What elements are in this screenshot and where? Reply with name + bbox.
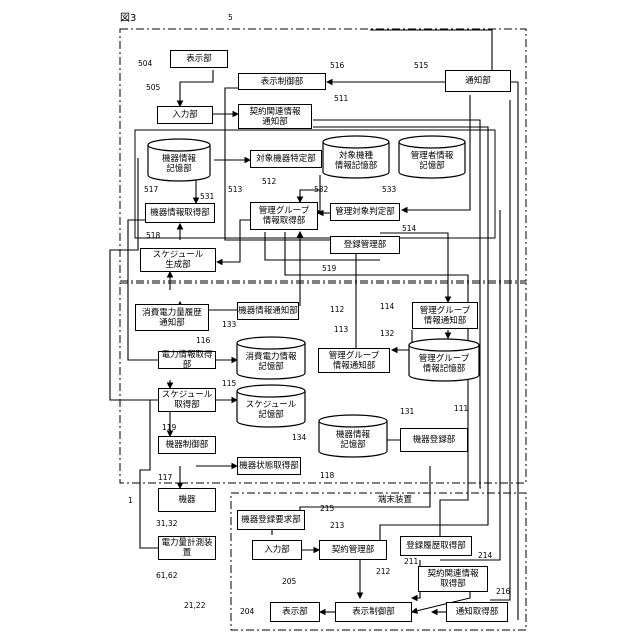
power-history-notify-box: 消費電力量履歴 通知部 [135,304,209,331]
mgmt-group-store-label: 管理グループ 情報記憶部 [419,354,470,374]
ref-515: 515 [414,62,428,70]
power-store-label: 消費電力情報 記憶部 [245,352,296,372]
display-control-box: 表示制御部 [238,73,326,90]
power-store: 消費電力情報 記憶部 [236,336,306,380]
ref-533: 533 [382,186,396,194]
terminal-display-control-box: 表示制御部 [335,602,412,622]
ref-117: 117 [158,474,172,482]
ref-31-32: 31,32 [156,520,177,528]
schedule-store: スケジュール 記憶部 [236,384,306,428]
ref-214: 214 [478,552,492,560]
ref-131: 131 [400,408,414,416]
display-box: 表示部 [170,50,228,68]
terminal-notify-get-box: 通知取得部 [446,602,508,622]
ref-21-22: 21,22 [184,602,205,610]
ref-512: 512 [262,178,276,186]
device-register-box: 機器登録部 [400,428,468,452]
ref-114: 114 [380,303,394,311]
device-info-store-mid-label: 機器情報 記憶部 [336,430,370,450]
terminal-title: 端末装置 [378,496,412,504]
ref-119: 119 [162,424,176,432]
ref-519: 519 [322,265,336,273]
mgmt-group-store: 管理グループ 情報記憶部 [408,338,480,382]
device-info-notify-box: 機器情報通知部 [237,302,299,320]
terminal-register-request-box: 機器登録要求部 [237,510,305,530]
schedule-get-box: スケジュール 取得部 [158,388,216,412]
device-info-store-mid: 機器情報 記憶部 [318,414,388,458]
ref-205: 205 [282,578,296,586]
ref-516: 516 [330,62,344,70]
ref-514: 514 [402,225,416,233]
device-control-box: 機器制御部 [158,436,216,454]
power-info-get-box: 電力情報取得部 [158,351,216,369]
ref-215: 215 [320,505,334,513]
ref-211: 211 [404,558,418,566]
terminal-contract-get-box: 契約関連情報 取得部 [418,566,488,592]
ref-111: 111 [454,405,468,413]
terminal-reg-history-box: 登録履歴取得部 [400,536,472,556]
admin-store: 管理者情報 記憶部 [398,135,466,179]
ref-116: 116 [196,337,210,345]
schedule-store-label: スケジュール 記憶部 [246,400,296,420]
target-device-store-label: 対象機種 情報記憶部 [335,151,378,171]
ref-511: 511 [334,95,348,103]
ref-115: 115 [222,380,236,388]
mgmt-group-get-box: 管理グループ 情報取得部 [250,202,318,230]
ref-517: 517 [144,186,158,194]
ref-532: 532 [314,186,328,194]
ref-204: 204 [240,608,254,616]
device-info-store-top: 機器情報 記憶部 [147,138,211,182]
ref-513: 513 [228,186,242,194]
ref-216: 216 [496,588,510,596]
terminal-input-box: 入力部 [252,540,302,560]
registration-mgmt-box: 登録管理部 [330,236,400,254]
ref-1: 1 [128,497,133,505]
ref-213: 213 [330,522,344,530]
ref-61-62: 61,62 [156,572,177,580]
ref-518: 518 [146,232,160,240]
target-device-identify-box: 対象機器特定部 [250,150,322,168]
ref-118: 118 [320,472,334,480]
device-box: 機器 [158,488,216,512]
target-device-store: 対象機種 情報記憶部 [322,135,390,179]
ref-112: 112 [330,306,344,314]
ref-504: 504 [138,60,152,68]
schedule-gen-box: スケジュール 生成部 [140,248,216,272]
ref-134: 134 [292,434,306,442]
ref-531: 531 [200,193,214,201]
contract-notify-box: 契約関連情報 通知部 [238,104,312,129]
terminal-contract-mgmt-box: 契約管理部 [319,540,387,560]
mgmt-group-notify-right-box: 管理グループ 情報通知部 [412,302,478,329]
terminal-display-box: 表示部 [270,602,320,622]
mgmt-group-notify-center-box: 管理グループ 情報通知部 [318,348,390,373]
ref-5: 5 [228,14,233,22]
admin-store-label: 管理者情報 記憶部 [411,151,454,171]
mgmt-target-judge-box: 管理対象判定部 [330,203,400,221]
figure-label: 図3 [120,9,136,24]
ref-212: 212 [376,568,390,576]
device-info-store-top-label: 機器情報 記憶部 [162,154,196,174]
ref-132: 132 [380,330,394,338]
ref-133: 133 [222,321,236,329]
notify-box: 通知部 [445,70,511,92]
ref-505: 505 [146,84,160,92]
device-state-get-box: 機器状態取得部 [237,457,301,475]
power-meter-box: 電力量計測装置 [158,536,216,560]
ref-113: 113 [334,326,348,334]
input-box: 入力部 [157,106,213,124]
device-info-get-box: 機器情報取得部 [145,203,215,223]
